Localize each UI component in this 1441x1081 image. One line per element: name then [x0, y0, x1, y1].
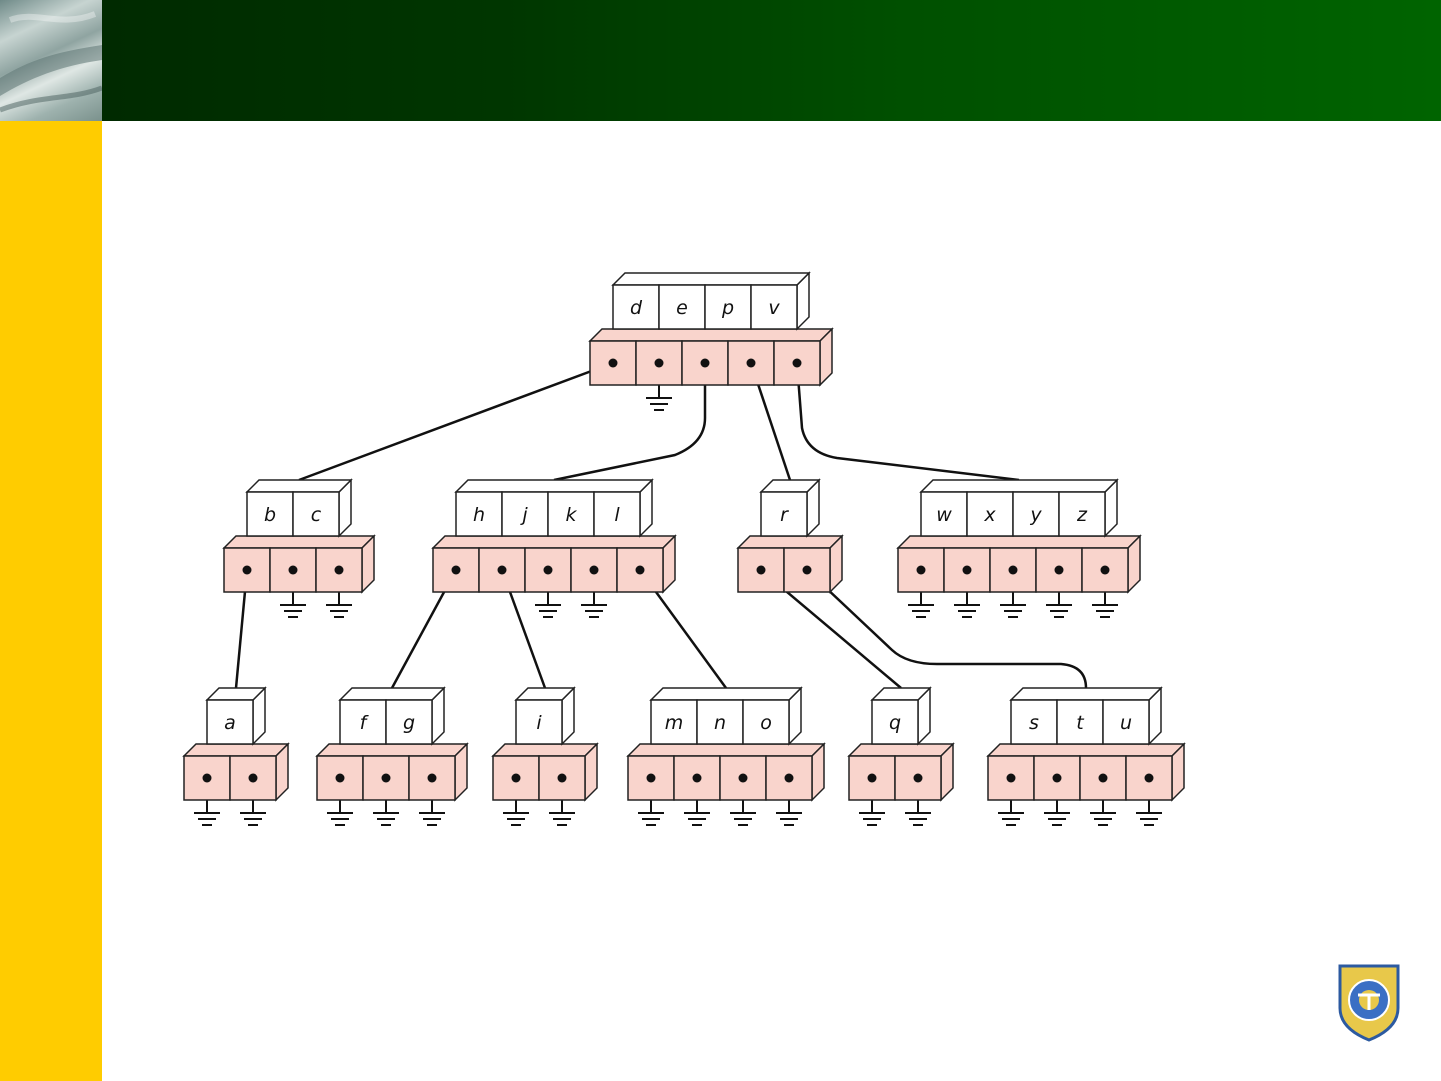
key-row-top [247, 480, 351, 492]
pointer-dot [636, 566, 645, 575]
pointer-dot [1007, 774, 1016, 783]
key-row-top [456, 480, 652, 492]
key-label: e [676, 297, 688, 319]
pointer-dot [558, 774, 567, 783]
pointer-dot [452, 566, 461, 575]
key-label: y [1029, 504, 1042, 526]
key-label: m [665, 712, 684, 734]
key-label: z [1076, 504, 1088, 526]
tree-node: i [493, 688, 597, 800]
key-row-top [651, 688, 801, 700]
key-row-top [921, 480, 1117, 492]
key-label: p [721, 297, 734, 319]
pointer-dot [335, 566, 344, 575]
pointer-dot [963, 566, 972, 575]
pointer-dot [868, 774, 877, 783]
pointer-dot [498, 566, 507, 575]
pointer-dot [917, 566, 926, 575]
pointer-row-top [184, 744, 288, 756]
pointer-row-top [590, 329, 832, 341]
pointer-dot [1099, 774, 1108, 783]
pointer-dot [1101, 566, 1110, 575]
pointer-dot [544, 566, 553, 575]
pointer-dot [249, 774, 258, 783]
key-row-top [613, 273, 809, 285]
key-label: h [473, 504, 485, 526]
pointer-dot [1009, 566, 1018, 575]
tree-node: a [184, 688, 288, 800]
key-label: q [889, 712, 901, 734]
pointer-dot [757, 566, 766, 575]
pointer-dot [739, 774, 748, 783]
pointer-row-top [317, 744, 467, 756]
pointer-dot [1053, 774, 1062, 783]
pointer-row-top [433, 536, 675, 548]
pointer-row-top [849, 744, 953, 756]
pointer-row-top [988, 744, 1184, 756]
pointer-dot [701, 359, 710, 368]
pointer-dot [203, 774, 212, 783]
pointer-dot [803, 566, 812, 575]
key-label: b [264, 504, 276, 526]
key-label: u [1120, 712, 1132, 734]
pointer-dot [428, 774, 437, 783]
pointer-dot [336, 774, 345, 783]
pointer-dot [747, 359, 756, 368]
pointer-dot [914, 774, 923, 783]
pointer-dot [1055, 566, 1064, 575]
university-crest-icon [1334, 962, 1404, 1042]
pointer-row-top [898, 536, 1140, 548]
pointer-row-top [224, 536, 374, 548]
pointer-dot [512, 774, 521, 783]
key-label: d [630, 297, 643, 319]
key-label: v [768, 297, 780, 319]
key-label: o [760, 712, 772, 734]
pointer-dot [382, 774, 391, 783]
key-label: x [983, 504, 996, 526]
child-edge [299, 363, 613, 480]
key-label: c [311, 504, 322, 526]
key-label: l [614, 504, 620, 526]
key-label: g [403, 712, 415, 734]
pointer-row-top [493, 744, 597, 756]
tree-node: m n o [628, 688, 824, 800]
key-label: a [224, 712, 236, 734]
tree-node: w x y z [898, 480, 1140, 592]
pointer-dot [1145, 774, 1154, 783]
child-edge [797, 363, 1019, 480]
key-label: r [780, 504, 789, 526]
pointer-row-top [628, 744, 824, 756]
key-label: s [1029, 712, 1039, 734]
pointer-dot [693, 774, 702, 783]
key-row-top [1011, 688, 1161, 700]
key-label: n [714, 712, 726, 734]
key-row-top [340, 688, 444, 700]
pointer-dot [590, 566, 599, 575]
pointer-dot [647, 774, 656, 783]
key-label: w [936, 504, 952, 526]
pointer-dot [243, 566, 252, 575]
pointer-dot [793, 359, 802, 368]
pointer-dot [785, 774, 794, 783]
key-label: k [565, 504, 577, 526]
pointer-dot [289, 566, 298, 575]
tree-node: q [849, 688, 953, 800]
tree-node: r [738, 480, 842, 592]
pointer-dot [609, 359, 618, 368]
key-label: i [536, 712, 542, 734]
pointer-dot [655, 359, 664, 368]
pointer-row-top [738, 536, 842, 548]
